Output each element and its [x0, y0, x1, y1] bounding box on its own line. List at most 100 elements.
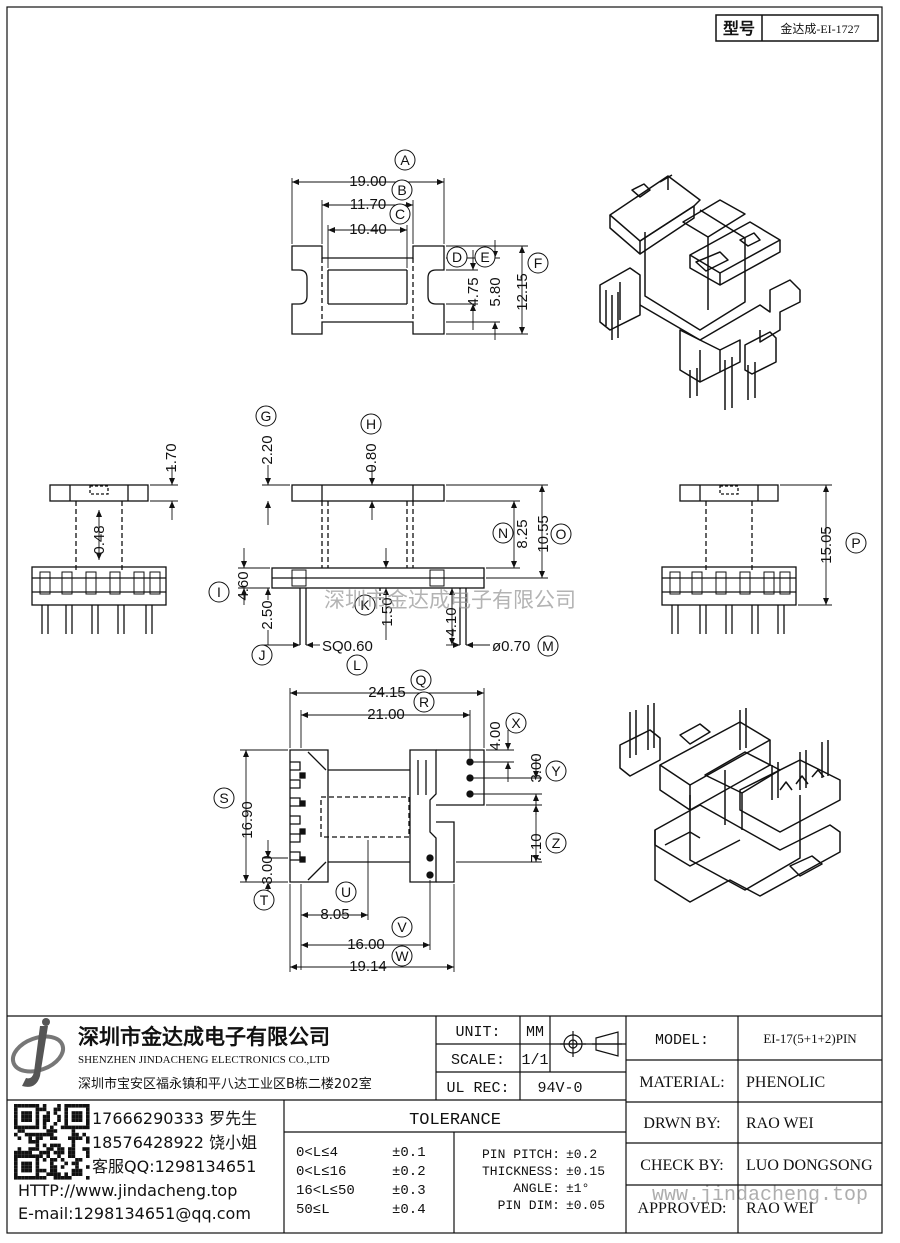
qr-module — [57, 1172, 61, 1176]
qr-module — [64, 1172, 68, 1176]
dim-T: 3.00 — [259, 855, 276, 884]
qr-module — [68, 1176, 72, 1180]
callout-letter-I: I — [217, 584, 221, 600]
qr-module — [71, 1154, 76, 1158]
callout-circle-W — [391, 945, 413, 967]
tol-right-value: ±1° — [566, 1181, 589, 1196]
qr-module — [86, 1154, 90, 1158]
dim-O: 10.55 — [535, 515, 552, 553]
company-address: 深圳市宝安区福永镇和平八达工业区B栋二楼202室 — [78, 1076, 372, 1092]
qr-module — [35, 1114, 40, 1119]
callout-circle-A — [394, 149, 416, 171]
dim-pin-length: 4.10 — [443, 607, 460, 636]
qr-module — [14, 1150, 18, 1155]
qr-module — [21, 1168, 25, 1173]
qr-module — [71, 1161, 76, 1166]
callout-letter-G: G — [261, 408, 272, 424]
qr-module — [64, 1176, 68, 1180]
dim-Y: 3.00 — [528, 753, 545, 782]
qr-module — [86, 1125, 90, 1130]
qr-module — [42, 1114, 47, 1119]
callout-circle-N — [492, 522, 514, 544]
qr-module — [75, 1111, 79, 1115]
callout-letter-L: L — [353, 657, 361, 673]
callout-circle-Q — [410, 669, 432, 691]
contact-qq: 客服QQ:1298134651 — [92, 1157, 256, 1176]
qr-module — [64, 1114, 68, 1119]
qr-module — [28, 1147, 32, 1151]
qr-module — [53, 1165, 58, 1169]
qr-module — [35, 1161, 40, 1166]
callout-letter-C: C — [395, 206, 405, 222]
qr-module — [68, 1150, 72, 1155]
contact-phone-1: 17666290333 罗先生 — [92, 1109, 257, 1128]
qr-module — [28, 1140, 32, 1144]
callout-letter-F: F — [534, 255, 543, 271]
qr-module — [14, 1158, 18, 1162]
qr-module — [24, 1111, 29, 1115]
watermark-url: www.jindacheng.top — [652, 1184, 868, 1207]
qr-module — [53, 1122, 58, 1126]
callout-letter-J: J — [259, 647, 266, 663]
callout-letter-Z: Z — [552, 835, 561, 851]
qr-module — [78, 1172, 83, 1176]
qr-module — [21, 1176, 25, 1180]
callout-letter-V: V — [397, 919, 407, 935]
qr-module — [64, 1107, 68, 1112]
qr-module — [78, 1136, 83, 1140]
qr-module — [53, 1168, 58, 1173]
callout-circle-Z — [545, 832, 567, 854]
approved-value: RAO WEI — [746, 1200, 814, 1217]
qr-module — [86, 1104, 90, 1108]
dim-Q: 24.15 — [368, 684, 406, 701]
qr-module — [86, 1150, 90, 1155]
tolerance-title: TOLERANCE — [409, 1111, 501, 1130]
qr-module — [53, 1111, 58, 1115]
dim-side-inner: 0.48 — [91, 525, 108, 554]
callout-circle-P — [845, 532, 867, 554]
qr-module — [50, 1132, 54, 1137]
drwn-value: RAO WEI — [746, 1115, 814, 1132]
qr-module — [75, 1114, 79, 1119]
qr-module — [71, 1150, 76, 1155]
qr-module — [71, 1143, 76, 1148]
dim-L: SQ0.60 — [322, 638, 373, 655]
tol-right-label: ANGLE: — [513, 1181, 560, 1196]
qr-module — [24, 1161, 29, 1166]
header-model: 金达成-EI-1727 — [780, 21, 859, 36]
qr-module — [42, 1168, 47, 1173]
qr-module — [42, 1104, 47, 1108]
callout-letter-Y: Y — [551, 763, 561, 779]
qr-module — [42, 1125, 47, 1130]
front-view — [271, 484, 485, 645]
qr-module — [68, 1147, 72, 1151]
qr-module — [71, 1168, 76, 1173]
qr-module — [78, 1111, 83, 1115]
unit-value: MM — [526, 1024, 544, 1041]
qr-module — [35, 1107, 40, 1112]
qr-module — [60, 1158, 65, 1162]
qr-module — [86, 1140, 90, 1144]
callout-letter-X: X — [511, 715, 521, 731]
qr-module — [42, 1118, 47, 1122]
tol-right-value: ±0.05 — [566, 1198, 605, 1213]
qr-module — [46, 1150, 50, 1155]
sheet-border — [6, 6, 883, 1234]
dim-J: 2.50 — [259, 600, 276, 629]
qr-module — [28, 1111, 32, 1115]
qr-module — [46, 1147, 50, 1151]
dim-G: 2.20 — [259, 435, 276, 464]
qr-module — [82, 1125, 86, 1130]
tol-right-label: PIN DIM: — [498, 1198, 560, 1213]
qr-module — [42, 1132, 47, 1137]
qr-module — [39, 1136, 43, 1140]
qr-module — [53, 1172, 58, 1176]
dim-N: 8.25 — [514, 519, 531, 548]
qr-module — [68, 1104, 72, 1108]
top-view — [291, 245, 445, 335]
qr-module — [57, 1118, 61, 1122]
qr-module — [14, 1132, 18, 1137]
qr-module — [21, 1118, 25, 1122]
qr-module — [14, 1168, 18, 1173]
